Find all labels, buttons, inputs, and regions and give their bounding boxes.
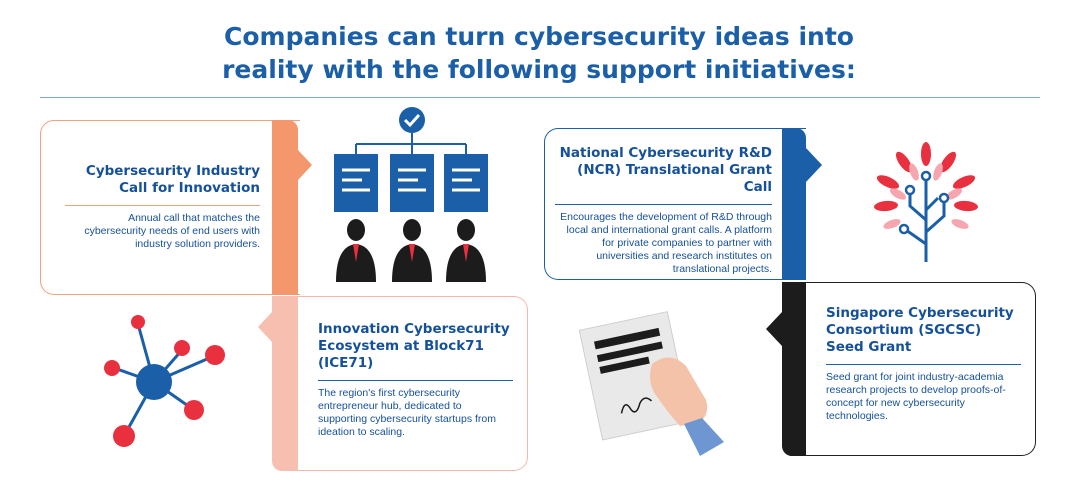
card-divider <box>65 205 260 206</box>
card-sgcsc-grant: Singapore Cybersecurity Consortium (SGCS… <box>790 282 1036 456</box>
headline-line-2: reality with the following support initi… <box>222 55 856 84</box>
page-headline: Companies can turn cybersecurity ideas i… <box>0 20 1078 86</box>
spine-pink <box>272 296 298 471</box>
org-chart-people-icon <box>334 107 488 282</box>
spine-orange <box>272 120 298 295</box>
card-industry-call-title: Cybersecurity Industry Call for Innovati… <box>85 163 260 196</box>
pointer-arrow-right <box>298 150 312 180</box>
pointer-arrow-right <box>806 148 822 182</box>
card-ice71-description: The region's first cybersecurity entrepr… <box>318 387 496 438</box>
card-sgcsc-grant-description: Seed grant for joint industry-academia r… <box>826 371 1006 422</box>
card-ncr-grant: National Cybersecurity R&D (NCR) Transla… <box>544 128 806 280</box>
card-ice71: Innovation Cybersecurity Ecosystem at Bl… <box>284 296 528 471</box>
spine-blue <box>782 128 806 280</box>
pointer-arrow-left <box>766 312 782 346</box>
card-ncr-grant-title: National Cybersecurity R&D (NCR) Transla… <box>559 145 772 195</box>
card-divider <box>318 380 513 381</box>
card-divider <box>826 364 1021 365</box>
card-ice71-title: Innovation Cybersecurity Ecosystem at Bl… <box>318 321 510 371</box>
headline-line-1: Companies can turn cybersecurity ideas i… <box>224 22 854 51</box>
spine-black <box>782 282 806 456</box>
headline-divider <box>40 97 1040 98</box>
card-ncr-grant-description: Encourages the development of R&D throug… <box>560 211 772 275</box>
network-hub-icon <box>104 315 225 447</box>
card-divider <box>555 204 772 205</box>
card-industry-call: Cybersecurity Industry Call for Innovati… <box>40 120 300 295</box>
circuit-tree-icon <box>874 142 978 262</box>
card-sgcsc-grant-title: Singapore Cybersecurity Consortium (SGCS… <box>826 305 1014 355</box>
pointer-arrow-left <box>258 312 272 342</box>
signed-document-hand-icon <box>578 311 724 456</box>
card-industry-call-description: Annual call that matches the cybersecuri… <box>84 212 260 250</box>
